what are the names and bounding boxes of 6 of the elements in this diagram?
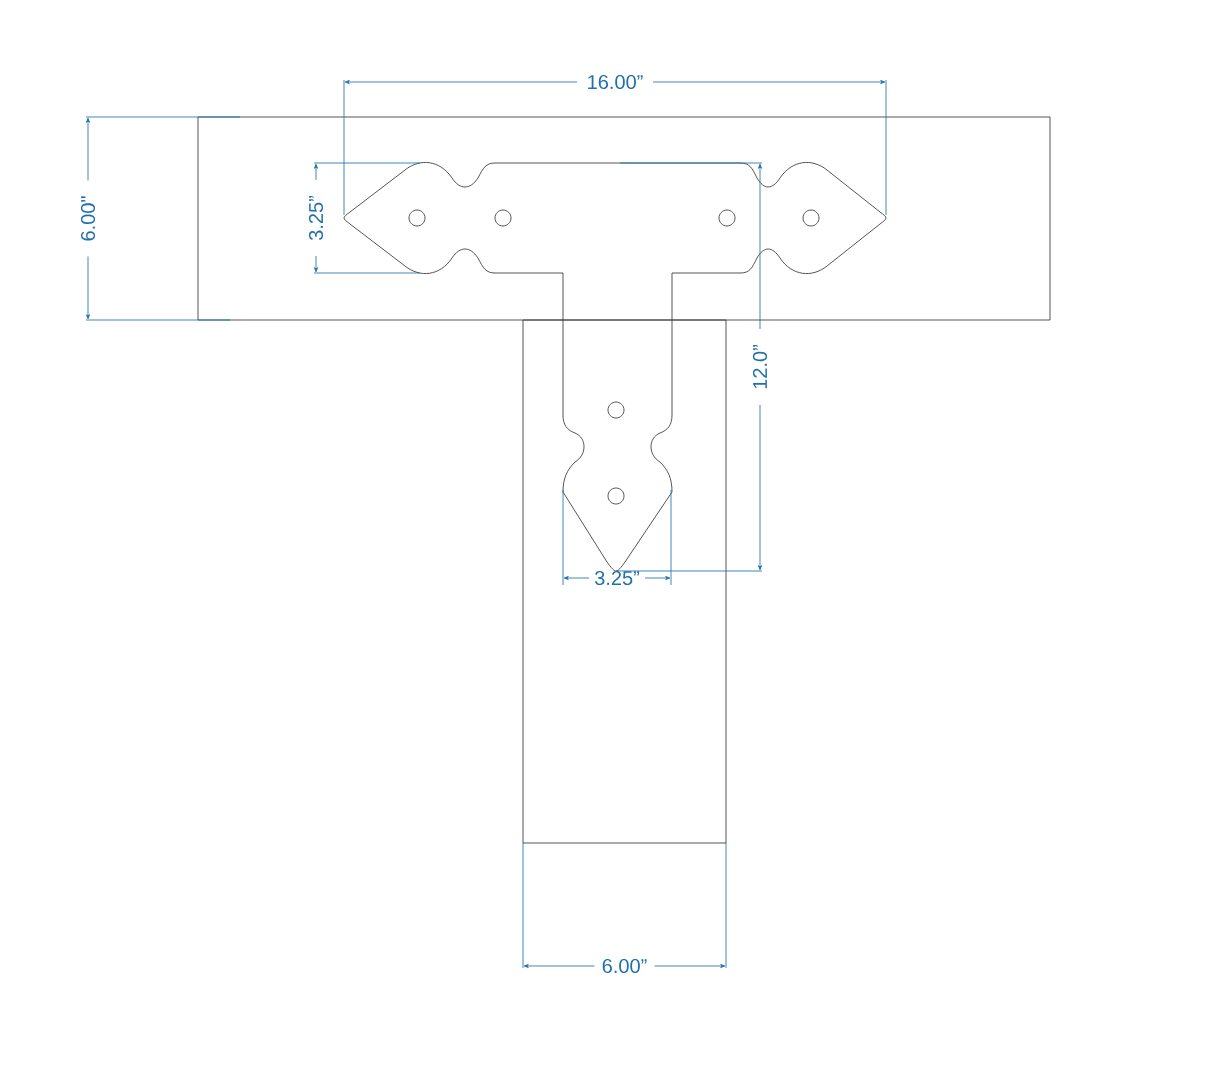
- dimension-label: 12.0”: [752, 344, 768, 389]
- dimension-label: 6.00": [80, 196, 96, 241]
- dimension-label: 6.00”: [602, 958, 647, 974]
- dimension-label: 16.00”: [588, 74, 643, 90]
- dimension-label: 3.25”: [308, 195, 324, 241]
- dimension-label: 3.25”: [594, 570, 640, 586]
